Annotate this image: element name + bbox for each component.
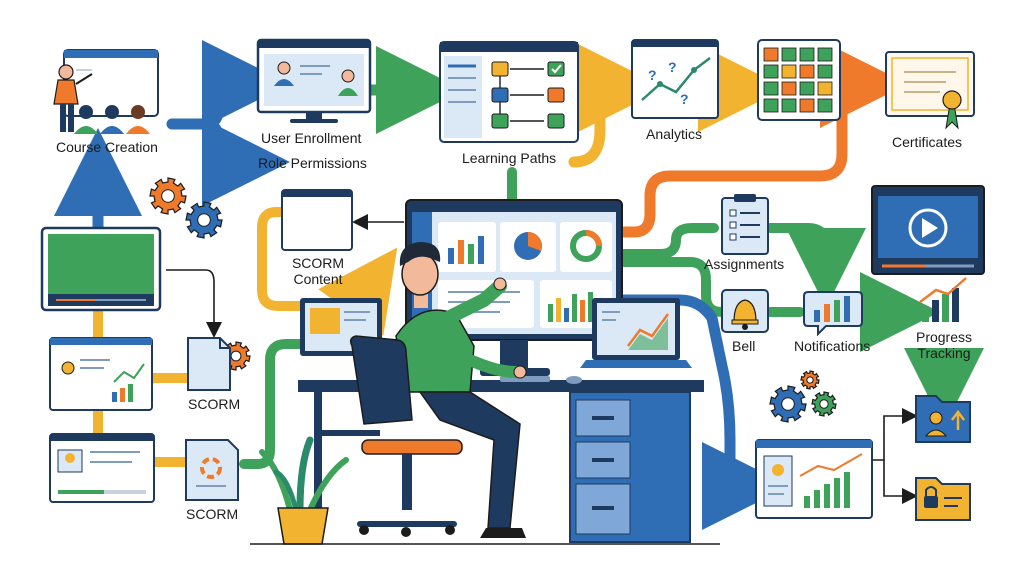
grid-cell — [817, 47, 833, 62]
grid-cell — [817, 64, 833, 79]
user-enrollment-illustration — [256, 38, 372, 123]
arrow-assign-to-notifications — [765, 223, 866, 308]
arrow-to-assignments — [619, 223, 719, 259]
grid-cell — [799, 64, 815, 79]
label-user-enrollment: User Enrollment — [261, 130, 362, 146]
svg-text:?: ? — [680, 91, 689, 107]
video-window-right — [871, 185, 985, 275]
lock-icon — [915, 477, 971, 521]
grid-cell — [763, 81, 779, 96]
arrow-to-certificates — [618, 40, 908, 238]
left-dashboard-1 — [49, 337, 153, 411]
grid-cell — [817, 81, 833, 96]
grid-cell — [781, 47, 797, 62]
notifications-chart-bubble — [803, 291, 863, 337]
progress-tracking-chart — [919, 277, 967, 322]
label-scorm-content-1: SCORM — [291, 255, 345, 271]
gear-icon — [769, 385, 807, 423]
connector-split — [872, 408, 918, 461]
document-icon — [185, 439, 239, 501]
course-creation-illustration — [53, 49, 159, 134]
grid-cell — [817, 98, 833, 113]
gear-icon — [149, 177, 187, 215]
grid-cell — [763, 47, 779, 62]
clipboard-icon — [721, 194, 769, 255]
bell-icon — [721, 289, 769, 333]
arrow-to-role-permissions — [199, 118, 290, 206]
label-learning-paths: Learning Paths — [462, 150, 557, 166]
gear-icon — [800, 370, 820, 390]
grid-cell — [781, 81, 797, 96]
grid-cell — [799, 47, 815, 62]
label-scorm-2: SCORM — [186, 506, 239, 522]
certificate-icon — [885, 51, 975, 130]
grid-cell — [763, 64, 779, 79]
green-to-laptop — [239, 339, 305, 469]
label-bell: Bell — [732, 338, 756, 354]
label-role-permissions: Role Permissions — [258, 155, 367, 171]
connector-split-2 — [883, 460, 918, 504]
label-progress-tracking-1: Progress — [915, 329, 973, 345]
arrow-to-bell — [619, 257, 727, 317]
gear-icon — [185, 201, 223, 239]
label-analytics: Analytics — [646, 126, 703, 142]
upload-icon — [915, 395, 971, 443]
svg-text:?: ? — [668, 59, 677, 75]
analytics-illustration: ? ? ? — [631, 39, 719, 119]
learning-paths-illustration — [439, 41, 579, 143]
scorm-content-window — [281, 189, 353, 251]
play-icon — [908, 208, 948, 248]
label-progress-tracking-2: Tracking — [917, 345, 971, 361]
dashboard-bottom-right — [755, 439, 873, 519]
desk-scene — [250, 199, 720, 545]
svg-text:?: ? — [648, 67, 657, 83]
grid-calendar-illustration — [757, 39, 841, 121]
video-player-illustration — [40, 226, 162, 312]
left-dashboard-2 — [49, 433, 155, 503]
thin-connectors — [166, 214, 918, 504]
grid-cell — [763, 98, 779, 113]
document-icon — [187, 337, 231, 391]
arrow-to-dashboard — [618, 294, 790, 530]
connector-player-to-scorm — [166, 269, 222, 338]
grid-cell — [781, 98, 797, 113]
arrow-to-analytics — [568, 44, 666, 168]
grid-cell — [781, 64, 797, 79]
grid-cell — [799, 81, 815, 96]
arrow-to-user-enrollment — [166, 40, 290, 130]
flow-arrows — [54, 40, 984, 530]
label-course-creation: Course Creation — [56, 139, 158, 155]
grid-cell — [799, 98, 815, 113]
label-notifications: Notifications — [794, 338, 871, 354]
label-scorm-1: SCORM — [188, 396, 241, 412]
label-certificates: Certificates — [892, 134, 963, 150]
label-assignments: Assignments — [704, 256, 785, 272]
gear-icon — [811, 391, 837, 417]
label-scorm-content-2: Content — [293, 271, 343, 287]
